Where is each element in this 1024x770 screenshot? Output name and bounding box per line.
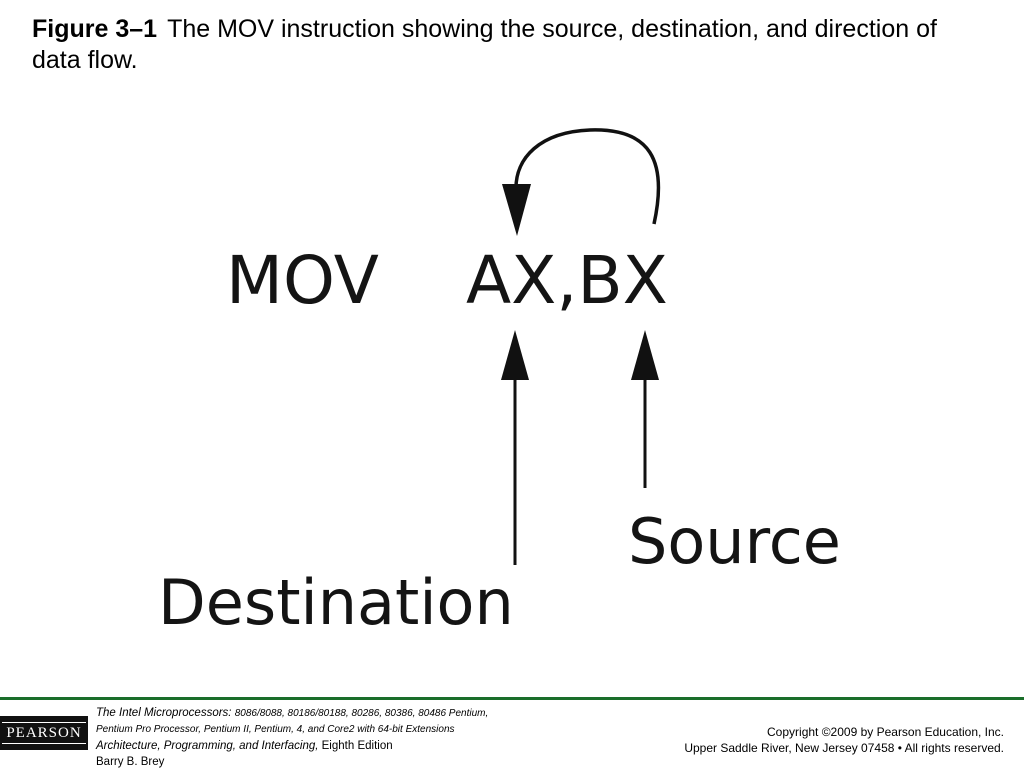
book-title: The Intel Microprocessors: [96, 707, 232, 719]
book-subtitle-line-3: Architecture, Programming, and Interfaci… [96, 740, 319, 752]
copyright-block: Copyright ©2009 by Pearson Education, In… [684, 724, 1004, 756]
pearson-logo-text: PEARSON [2, 722, 86, 744]
copyright-line-2: Upper Saddle River, New Jersey 07458 • A… [684, 741, 1004, 755]
copyright-line-1: Copyright ©2009 by Pearson Education, In… [767, 725, 1004, 739]
book-author: Barry B. Brey [96, 756, 165, 768]
destination-arrowhead [501, 330, 529, 380]
mov-diagram: MOV AX,BX Source Destination [158, 128, 841, 639]
source-arrowhead [631, 330, 659, 380]
figure-caption-text: The MOV instruction showing the source, … [32, 15, 937, 74]
footer-divider [0, 697, 1024, 700]
destination-label: Destination [158, 566, 514, 639]
figure-label: Figure 3–1 [32, 15, 158, 43]
data-flow-arrowhead [502, 184, 531, 236]
pearson-logo: PEARSON [0, 716, 88, 750]
book-edition: Eighth Edition [321, 740, 393, 752]
operands-text: AX,BX [466, 242, 668, 319]
book-subtitle-line-2: Pentium Pro Processor, Pentium II, Penti… [96, 724, 455, 735]
book-citation: The Intel Microprocessors: 8086/8088, 80… [96, 705, 566, 770]
opcode-text: MOV [226, 242, 379, 319]
source-label: Source [628, 505, 841, 578]
data-flow-curve [514, 128, 661, 225]
book-subtitle-line-1: 8086/8088, 80186/80188, 80286, 80386, 80… [234, 708, 489, 719]
